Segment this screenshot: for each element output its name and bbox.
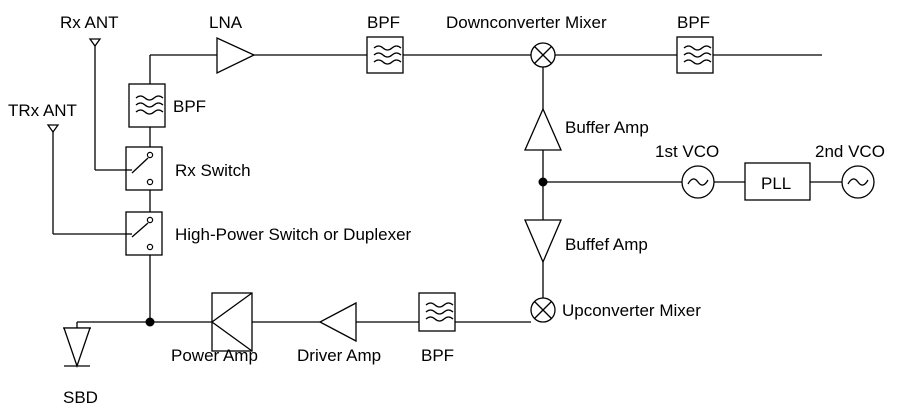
bpf-tx-label: BPF	[421, 346, 454, 365]
rx-antenna-icon	[88, 38, 102, 48]
trx-antenna-icon	[46, 124, 60, 134]
downconverter-mixer-icon	[530, 42, 556, 68]
first-vco-label: 1st VCO	[655, 142, 719, 161]
buffer-amp-top-label: Buffer Amp	[565, 118, 649, 137]
bpf-rx1-label: BPF	[367, 13, 400, 32]
high-power-switch-icon	[125, 211, 163, 256]
first-vco-oscillator-icon	[681, 165, 715, 199]
rx-switch-label: Rx Switch	[175, 161, 251, 180]
power-amp-icon	[210, 292, 253, 352]
downconverter-mixer-label: Downconverter Mixer	[446, 13, 607, 32]
pll-label: PLL	[761, 174, 791, 193]
upconverter-mixer-icon	[530, 297, 556, 323]
lna-label: LNA	[209, 13, 243, 32]
bpf-tx-filter-icon	[418, 292, 456, 332]
rx-ant-label: Rx ANT	[60, 13, 119, 32]
bpf-rx2-label: BPF	[677, 13, 710, 32]
tx-junction-dot	[145, 317, 155, 327]
bpf-ant-label: BPF	[173, 97, 206, 116]
driver-amp-label: Driver Amp	[297, 346, 381, 365]
lna-amplifier-icon	[216, 36, 256, 75]
rx-switch-icon	[125, 146, 163, 191]
sbd-diode-icon	[63, 327, 91, 369]
power-amp-label: Power Amp	[171, 346, 258, 365]
wiring	[52, 46, 842, 328]
sbd-label: SBD	[63, 388, 98, 407]
second-vco-label: 2nd VCO	[815, 142, 885, 161]
bpf-rx1-filter-icon	[366, 36, 404, 74]
bpf-rx2-filter-icon	[676, 36, 714, 74]
buffer-amp-top-icon	[524, 107, 562, 151]
driver-amp-icon	[318, 301, 357, 343]
buffer-amp-bottom-label: Buffef Amp	[565, 235, 648, 254]
upconverter-mixer-label: Upconverter Mixer	[562, 301, 701, 320]
pll-box	[744, 162, 811, 201]
second-vco-oscillator-icon	[841, 165, 875, 199]
bpf-ant-filter-icon	[128, 83, 166, 128]
high-power-switch-label: High-Power Switch or Duplexer	[175, 225, 412, 244]
lo-junction-dot	[538, 177, 548, 187]
trx-ant-label: TRx ANT	[8, 101, 77, 120]
buffer-amp-bottom-icon	[524, 219, 562, 264]
